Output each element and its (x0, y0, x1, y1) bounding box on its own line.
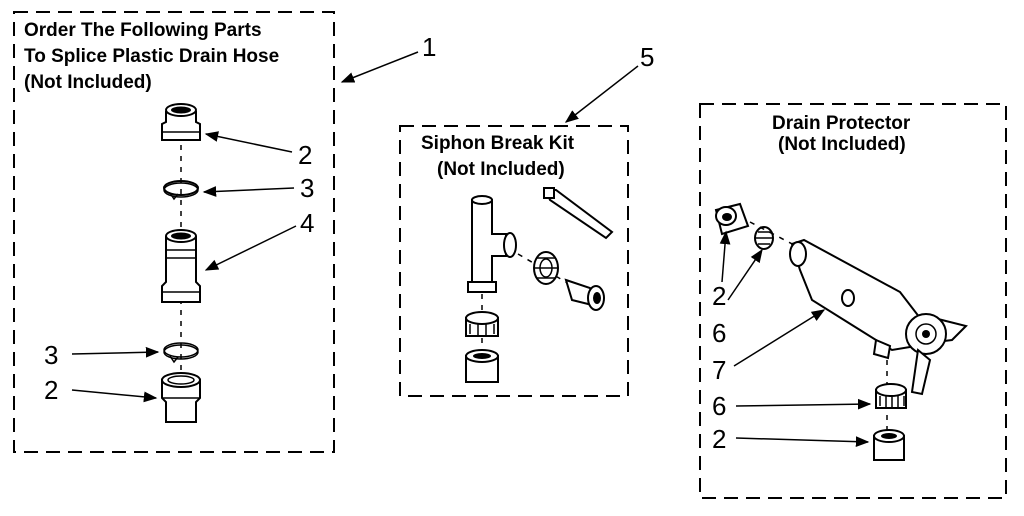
callout-2-bottom: 2 (44, 375, 58, 405)
protector-ring-top-part (754, 226, 774, 250)
callout-4-leader (204, 225, 297, 271)
callout-5: 5 (640, 42, 654, 72)
callout-3-top-leader (202, 186, 295, 197)
callout-protector-2-top-leader (719, 230, 731, 283)
siphon-tee-part (467, 195, 517, 293)
protector-title-line-1: Drain Protector (772, 113, 911, 134)
splice-title-line-2: To Splice Plastic Drain Hose (24, 46, 279, 67)
top-coupling-part (161, 103, 201, 141)
callout-2-bottom-leader (71, 389, 158, 403)
splice-group-border (13, 11, 335, 453)
splice-group: Order The Following Parts To Splice Plas… (13, 11, 436, 453)
siphon-group: Siphon Break Kit (Not Included) 5 (399, 42, 654, 397)
callout-1: 1 (422, 32, 436, 62)
bottom-coupling-part (161, 372, 201, 423)
protector-body-part (789, 238, 968, 396)
top-clamp-part (163, 180, 199, 201)
callout-protector-6-bottom: 6 (712, 391, 726, 421)
callout-protector-2-bottom-leader (735, 436, 870, 448)
callout-protector-6-top: 6 (712, 318, 726, 348)
cable-tie-part (543, 187, 614, 240)
splice-title-line-3: (Not Included) (24, 72, 152, 93)
callout-3-bottom: 3 (44, 340, 58, 370)
siphon-plug-part (564, 278, 605, 311)
siphon-title-line-2: (Not Included) (437, 159, 565, 180)
protector-group: Drain Protector (Not Included) (699, 103, 1007, 499)
callout-5-leader (564, 65, 639, 123)
siphon-lower-nut-part (465, 311, 499, 337)
callout-2-top: 2 (298, 140, 312, 170)
protector-title-line-2: (Not Included) (778, 134, 906, 155)
siphon-title-line-1: Siphon Break Kit (421, 133, 575, 154)
callout-1-leader (340, 51, 419, 83)
connector-part (161, 229, 201, 303)
callout-4: 4 (300, 208, 314, 238)
protector-cap-part (714, 202, 750, 236)
siphon-group-border (399, 125, 629, 397)
callout-2-top-leader (204, 131, 293, 153)
callout-protector-2-top: 2 (712, 281, 726, 311)
callout-3-top: 3 (300, 173, 314, 203)
callout-protector-7-leader (733, 309, 826, 367)
siphon-lower-cap-part (465, 349, 499, 383)
callout-protector-2-bottom: 2 (712, 424, 726, 454)
protector-ring-bottom-part (875, 383, 907, 409)
callout-protector-6-bottom-leader (735, 398, 872, 410)
protector-bottom-cap-part (873, 429, 905, 461)
callout-3-bottom-leader (71, 346, 160, 358)
callout-protector-6-top-leader (727, 248, 763, 301)
siphon-nut-part (533, 251, 559, 285)
splice-title-line-1: Order The Following Parts (24, 20, 262, 41)
bottom-clamp-part (163, 342, 199, 364)
callout-protector-7: 7 (712, 355, 726, 385)
